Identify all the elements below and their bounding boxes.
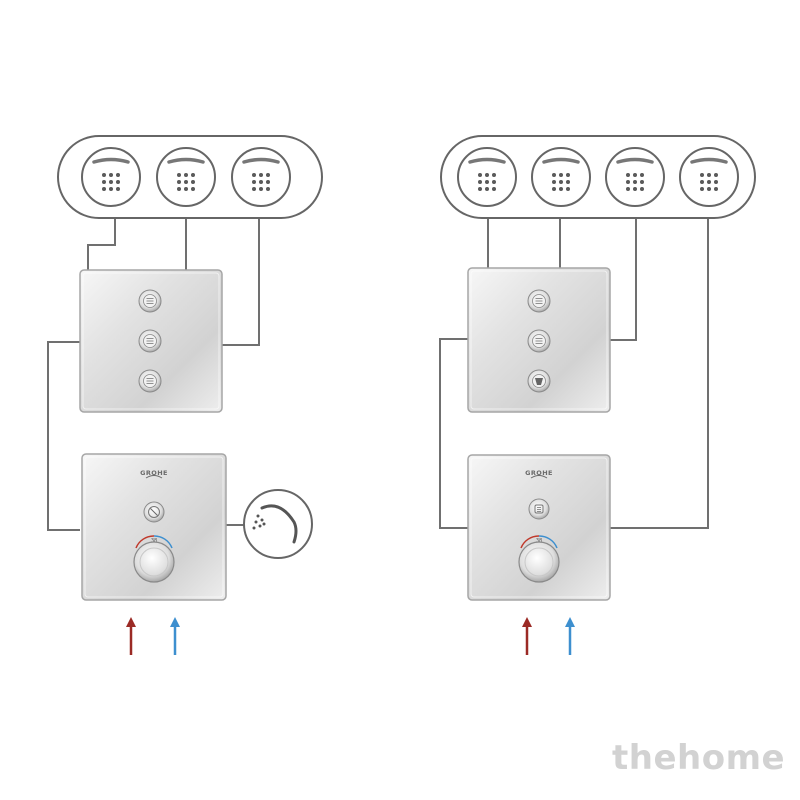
right-body-jets (457, 147, 739, 207)
handshower-icon (243, 489, 313, 559)
left-supply-arrows (126, 617, 180, 655)
right-diverter-button (527, 329, 551, 353)
left-thermostat-button (143, 501, 165, 523)
right-body-jet-icon (457, 147, 517, 207)
right-diverter-button (527, 289, 551, 313)
watermark: thehome (612, 738, 786, 778)
right-thermostat-brand: GROHE (525, 469, 553, 477)
right-body-jet-icon (531, 147, 591, 207)
left-diverter-button (138, 289, 162, 313)
left-thermostat-brand: GROHE (140, 469, 168, 477)
left-body-jet-icon (81, 147, 141, 207)
right-supply-arrows (522, 617, 575, 655)
left-body-jet-icon (231, 147, 291, 207)
right-thermostat-button (528, 498, 550, 520)
right-body-jet-bar (440, 135, 756, 219)
right-thermostat-scale: 38 (536, 538, 542, 544)
right-body-jet-icon (679, 147, 739, 207)
left-body-jet-icon (156, 147, 216, 207)
left-thermostat-scale: 38 (151, 538, 157, 544)
left-module-buttons (138, 289, 162, 393)
left-diverter-button (138, 329, 162, 353)
left-diverter-button (138, 369, 162, 393)
right-thermostat: GROHE 38 (467, 454, 611, 601)
right-module-buttons (527, 289, 551, 393)
right-bucket-button (527, 369, 551, 393)
left-thermostat: GROHE 38 (81, 453, 227, 601)
left-body-jets (81, 147, 291, 207)
right-body-jet-icon (605, 147, 665, 207)
